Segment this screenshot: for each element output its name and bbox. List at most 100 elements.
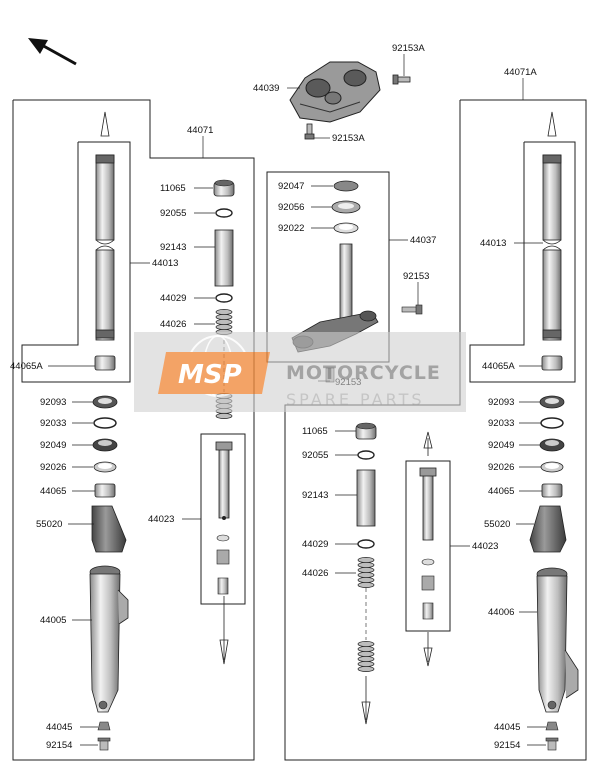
label-44006-right[interactable]: 44006 <box>488 607 514 618</box>
cartridge-44023-right[interactable] <box>419 467 437 620</box>
spring-44026-right[interactable] <box>357 557 375 672</box>
label-44037[interactable]: 44037 <box>410 235 436 246</box>
spring-coil <box>357 557 375 563</box>
watermark-title: MOTORCYCLE <box>286 362 441 384</box>
outer-tube-44005-left[interactable] <box>89 565 129 713</box>
label-44005-left[interactable]: 44005 <box>40 615 66 626</box>
bushing-44065-right[interactable] <box>541 483 563 498</box>
spring-coil <box>357 567 375 573</box>
bolt-92154-right[interactable] <box>545 737 559 751</box>
label-92049-left[interactable]: 92049 <box>40 440 66 451</box>
label-92153A-bottom[interactable]: 92153A <box>332 133 365 144</box>
left-fork-group-frame <box>12 99 255 761</box>
label-44023-left[interactable]: 44023 <box>148 514 174 525</box>
label-92055-left[interactable]: 92055 <box>160 208 186 219</box>
fork-protector-55020-right[interactable] <box>529 505 567 553</box>
label-44071[interactable]: 44071 <box>187 125 213 136</box>
circlip-92033-right[interactable] <box>540 417 564 429</box>
bolt-92153-stem-side[interactable] <box>401 304 423 315</box>
label-55020-left[interactable]: 55020 <box>36 519 62 530</box>
upper-bracket-44039[interactable] <box>289 61 381 123</box>
outer-tube-44006-right[interactable] <box>536 567 579 713</box>
label-92056[interactable]: 92056 <box>278 202 304 213</box>
bolt-92153A-bottom[interactable] <box>304 123 315 140</box>
washer-44045-left[interactable] <box>97 721 111 731</box>
label-44039[interactable]: 44039 <box>253 83 279 94</box>
label-92047[interactable]: 92047 <box>278 181 304 192</box>
label-11065-left[interactable]: 11065 <box>160 183 186 194</box>
inner-tube-44013-left[interactable] <box>95 154 115 341</box>
label-44029-left[interactable]: 44029 <box>160 293 186 304</box>
label-92033-left[interactable]: 92033 <box>40 418 66 429</box>
o-ring-92055-left[interactable] <box>215 208 233 218</box>
label-92026-right[interactable]: 92026 <box>488 462 514 473</box>
label-44026-left[interactable]: 44026 <box>160 319 186 330</box>
label-92153A-top[interactable]: 92153A <box>392 43 425 54</box>
seal-92093-right[interactable] <box>539 395 565 409</box>
label-44065-right[interactable]: 44065 <box>488 486 514 497</box>
spring-coil <box>357 661 375 667</box>
oil-seal-92049-right[interactable] <box>539 438 565 452</box>
spacer-92143-right[interactable] <box>356 469 376 527</box>
label-11065-right[interactable]: 11065 <box>302 426 328 437</box>
part-labels: 92153A 44039 92153A 44071 44071A 11065 9… <box>10 43 537 751</box>
bolt-92154-left[interactable] <box>97 737 111 751</box>
label-44029-right[interactable]: 44029 <box>302 539 328 550</box>
label-44045-right[interactable]: 44045 <box>494 722 520 733</box>
oil-seal-92049-left[interactable] <box>92 438 118 452</box>
spring-coil <box>215 413 233 419</box>
cap-92047[interactable] <box>333 180 359 192</box>
inner-tube-44013-right[interactable] <box>542 154 562 341</box>
label-92154-right[interactable]: 92154 <box>494 740 520 751</box>
label-55020-right[interactable]: 55020 <box>484 519 510 530</box>
o-ring-92055-right[interactable] <box>357 450 375 460</box>
label-92093-right[interactable]: 92093 <box>488 397 514 408</box>
seal-92093-left[interactable] <box>92 395 118 409</box>
watermark-subtitle: SPARE PARTS <box>286 390 425 409</box>
cap-11065-right[interactable] <box>355 422 377 440</box>
bushing-44065A-left[interactable] <box>94 355 116 371</box>
label-44065-left[interactable]: 44065 <box>40 486 66 497</box>
bushing-44065-left[interactable] <box>94 483 116 498</box>
bushing-44065A-right[interactable] <box>541 355 563 371</box>
fork-protector-55020-left[interactable] <box>91 505 127 553</box>
washer-44029-right[interactable] <box>357 539 375 549</box>
label-44065A-left[interactable]: 44065A <box>10 361 43 372</box>
label-44013-left[interactable]: 44013 <box>152 258 178 269</box>
spring-coil <box>357 646 375 652</box>
label-92049-right[interactable]: 92049 <box>488 440 514 451</box>
label-92143-right[interactable]: 92143 <box>302 490 328 501</box>
spring-coil <box>357 641 375 647</box>
label-92093-left[interactable]: 92093 <box>40 397 66 408</box>
label-92154-left[interactable]: 92154 <box>46 740 72 751</box>
label-44026-right[interactable]: 44026 <box>302 568 328 579</box>
label-92022[interactable]: 92022 <box>278 223 304 234</box>
bolt-92153A-top[interactable] <box>392 74 411 85</box>
washer-92026-left[interactable] <box>93 461 117 473</box>
cartridge-44023-left[interactable] <box>215 441 233 595</box>
label-44023-right[interactable]: 44023 <box>472 541 498 552</box>
label-44065A-right[interactable]: 44065A <box>482 361 515 372</box>
label-92143-left[interactable]: 92143 <box>160 242 186 253</box>
seal-92056[interactable] <box>331 200 361 214</box>
spacer-92143-left[interactable] <box>214 229 234 287</box>
watermark: MSP MOTORCYCLE SPARE PARTS <box>134 332 466 412</box>
spring-coil <box>215 314 233 320</box>
washer-44029-left[interactable] <box>215 293 233 303</box>
bearing-92022[interactable] <box>333 222 359 234</box>
spring-coil <box>215 324 233 330</box>
label-92153-stem-side[interactable]: 92153 <box>403 271 429 282</box>
spring-coil <box>357 577 375 583</box>
label-92055-right[interactable]: 92055 <box>302 450 328 461</box>
label-44045-left[interactable]: 44045 <box>46 722 72 733</box>
washer-44045-right[interactable] <box>545 721 559 731</box>
circlip-92033-left[interactable] <box>93 417 117 429</box>
label-92026-left[interactable]: 92026 <box>40 462 66 473</box>
cap-11065-left[interactable] <box>213 179 235 197</box>
label-44071A[interactable]: 44071A <box>504 67 537 78</box>
washer-92026-right[interactable] <box>540 461 564 473</box>
label-44013-right[interactable]: 44013 <box>480 238 506 249</box>
front-direction-arrow-icon <box>28 38 77 66</box>
label-92033-right[interactable]: 92033 <box>488 418 514 429</box>
